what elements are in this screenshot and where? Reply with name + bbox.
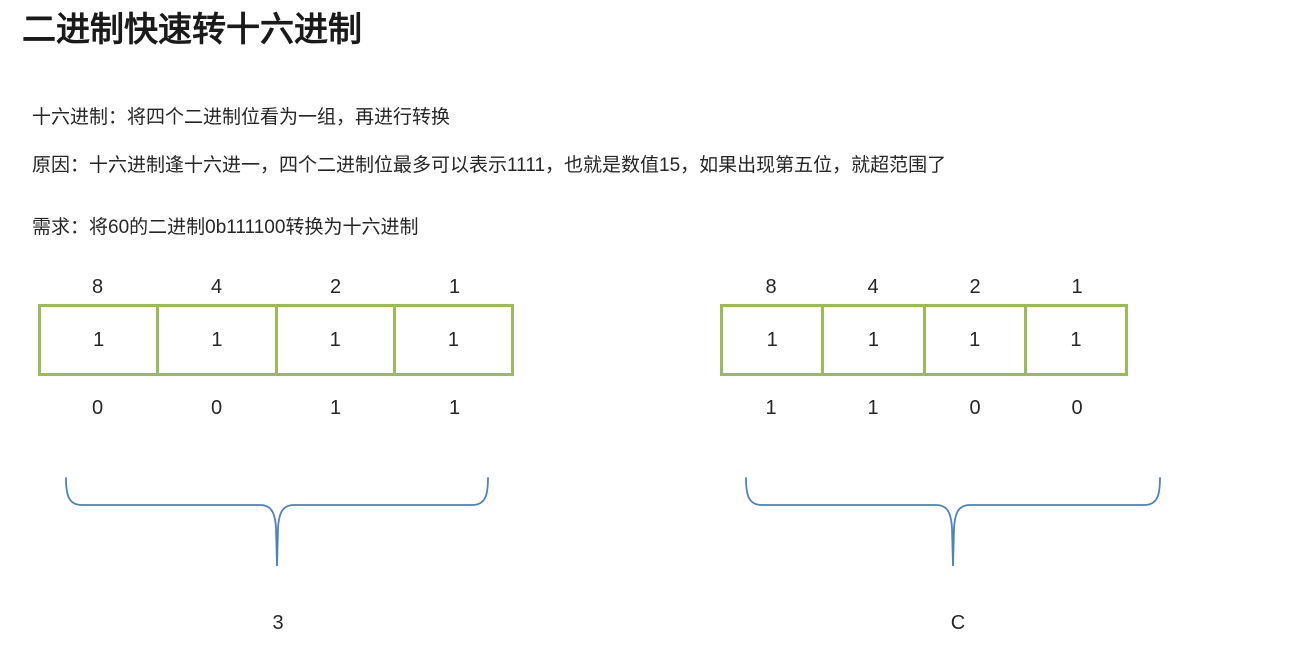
nibble-group-high: 8 4 2 1 1 1 1 1 1 1 0 0 bbox=[720, 270, 1128, 430]
result-low-nibble: 3 bbox=[272, 612, 284, 634]
bit-box-row: 1 1 1 1 bbox=[38, 304, 514, 376]
bit-value: 0 bbox=[91, 396, 104, 419]
description-line-reason: 原因：十六进制逢十六进一，四个二进制位最多可以表示1111，也就是数值15，如果… bbox=[32, 155, 947, 176]
description-line-hex-definition: 十六进制：将四个二进制位看为一组，再进行转换 bbox=[32, 107, 451, 128]
bit-value-row: 1 1 0 0 bbox=[720, 386, 1128, 430]
weights-row: 8 4 2 1 bbox=[38, 270, 514, 304]
description-line-requirement: 需求：将60的二进制0b111100转换为十六进制 bbox=[32, 217, 419, 238]
bit-box: 1 bbox=[159, 307, 278, 373]
weight-label: 2 bbox=[329, 275, 342, 298]
bit-box: 1 bbox=[824, 307, 926, 373]
bit-box: 1 bbox=[447, 328, 459, 351]
weights-row: 8 4 2 1 bbox=[720, 270, 1128, 304]
weight-label: 8 bbox=[765, 275, 777, 298]
bit-box-row: 1 1 1 1 bbox=[720, 304, 1128, 376]
bit-box: 1 bbox=[1070, 328, 1082, 351]
bit-box: 1 bbox=[278, 307, 396, 373]
weight-label: 1 bbox=[1071, 275, 1083, 298]
result-high-nibble: C bbox=[950, 612, 966, 634]
weight-label: 8 bbox=[91, 275, 104, 298]
weight-label: 2 bbox=[969, 275, 981, 298]
bit-value: 1 bbox=[867, 396, 879, 419]
brace-high-nibble bbox=[740, 474, 1180, 579]
nibble-group-low: 8 4 2 1 1 1 1 1 0 0 1 1 bbox=[38, 270, 514, 430]
bit-value: 1 bbox=[329, 396, 342, 419]
bit-box: 1 bbox=[41, 307, 160, 373]
page-title: 二进制快速转十六进制 bbox=[22, 11, 362, 49]
weight-label: 1 bbox=[448, 275, 461, 298]
bit-box: 1 bbox=[723, 307, 825, 373]
bit-value: 1 bbox=[765, 396, 777, 419]
bit-value-row: 0 0 1 1 bbox=[38, 386, 514, 430]
brace-low-nibble bbox=[60, 474, 510, 579]
bit-value: 0 bbox=[210, 396, 223, 419]
bit-box: 1 bbox=[926, 307, 1027, 373]
weight-label: 4 bbox=[867, 275, 879, 298]
bit-value: 1 bbox=[448, 396, 461, 419]
weight-label: 4 bbox=[210, 275, 223, 298]
bit-value: 0 bbox=[1071, 396, 1083, 419]
bit-value: 0 bbox=[969, 396, 981, 419]
